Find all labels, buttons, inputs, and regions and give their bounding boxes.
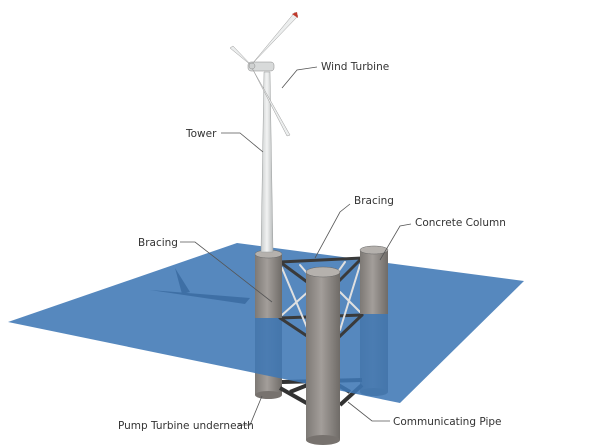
wind-turbine xyxy=(229,11,299,137)
label-bracing-left: Bracing xyxy=(138,237,178,249)
label-tower: Tower xyxy=(185,128,217,140)
leader-lines xyxy=(180,66,412,426)
concrete-column-right xyxy=(359,245,389,314)
turbine-shadow xyxy=(150,268,250,304)
label-communicating-pipe: Communicating Pipe xyxy=(393,416,501,428)
front-column-lower xyxy=(306,340,340,440)
label-wind-turbine: Wind Turbine xyxy=(321,61,389,73)
label-bracing-top: Bracing xyxy=(354,195,394,207)
label-concrete-column: Concrete Column xyxy=(415,217,506,229)
label-pump-turbine: Pump Turbine underneath xyxy=(118,420,254,432)
concrete-column-left xyxy=(254,249,283,318)
tower xyxy=(260,71,274,253)
concrete-column-front xyxy=(305,266,341,352)
water-surface xyxy=(8,243,524,403)
